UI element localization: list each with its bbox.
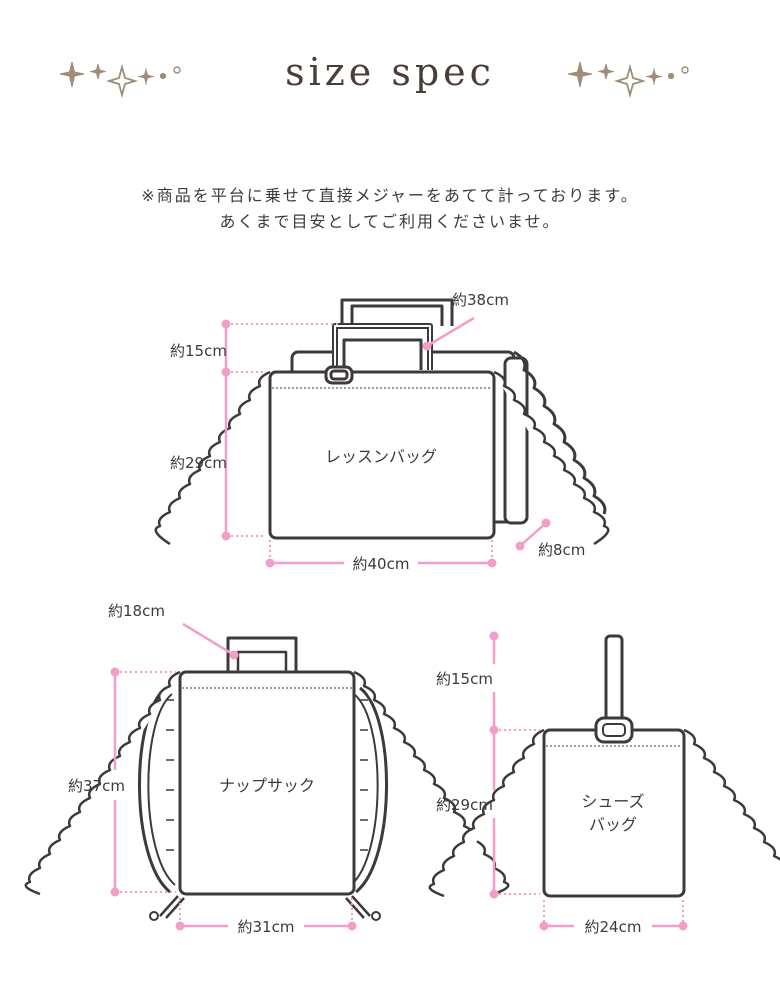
shoes-height-label: 約29cm (436, 796, 493, 814)
lesson-bag-diagram (154, 298, 610, 546)
shoes-width-label: 約24cm (585, 918, 642, 936)
lesson-width-label: 約40cm (353, 555, 410, 573)
shoes-bag-dimensions (489, 631, 688, 931)
lesson-handle-length-label: 約38cm (452, 291, 509, 309)
sparkle-left-icon (59, 61, 181, 96)
lesson-bag-dimensions (221, 316, 551, 568)
sparkle-right-icon (567, 61, 689, 96)
page-title: size spec (285, 50, 495, 94)
shoes-bag-name-line-1: シューズ (581, 792, 644, 811)
shoes-bag-diagram (428, 634, 780, 898)
shoes-bag-name-line-2: バッグ (589, 815, 637, 834)
shoes-handle-height-label: 約15cm (436, 670, 493, 688)
measurement-note-line-2: あくまで目安としてご利用くださいませ。 (219, 212, 561, 231)
knapsack-width-label: 約31cm (238, 918, 295, 936)
knapsack-handle-width-label: 約18cm (108, 602, 165, 620)
lesson-bag-name: レッスンバッグ (325, 447, 437, 466)
knapsack-dimensions (110, 622, 357, 931)
measurement-note-line-1: ※商品を平台に乗せて直接メジャーをあてて計っております。 (141, 186, 639, 205)
lesson-handle-height-label: 約15cm (170, 342, 227, 360)
knapsack-height-label: 約37cm (68, 777, 125, 795)
knapsack-name: ナップサック (219, 776, 315, 795)
lesson-height-label: 約29cm (170, 454, 227, 472)
lesson-gusset-label: 約8cm (538, 541, 585, 559)
